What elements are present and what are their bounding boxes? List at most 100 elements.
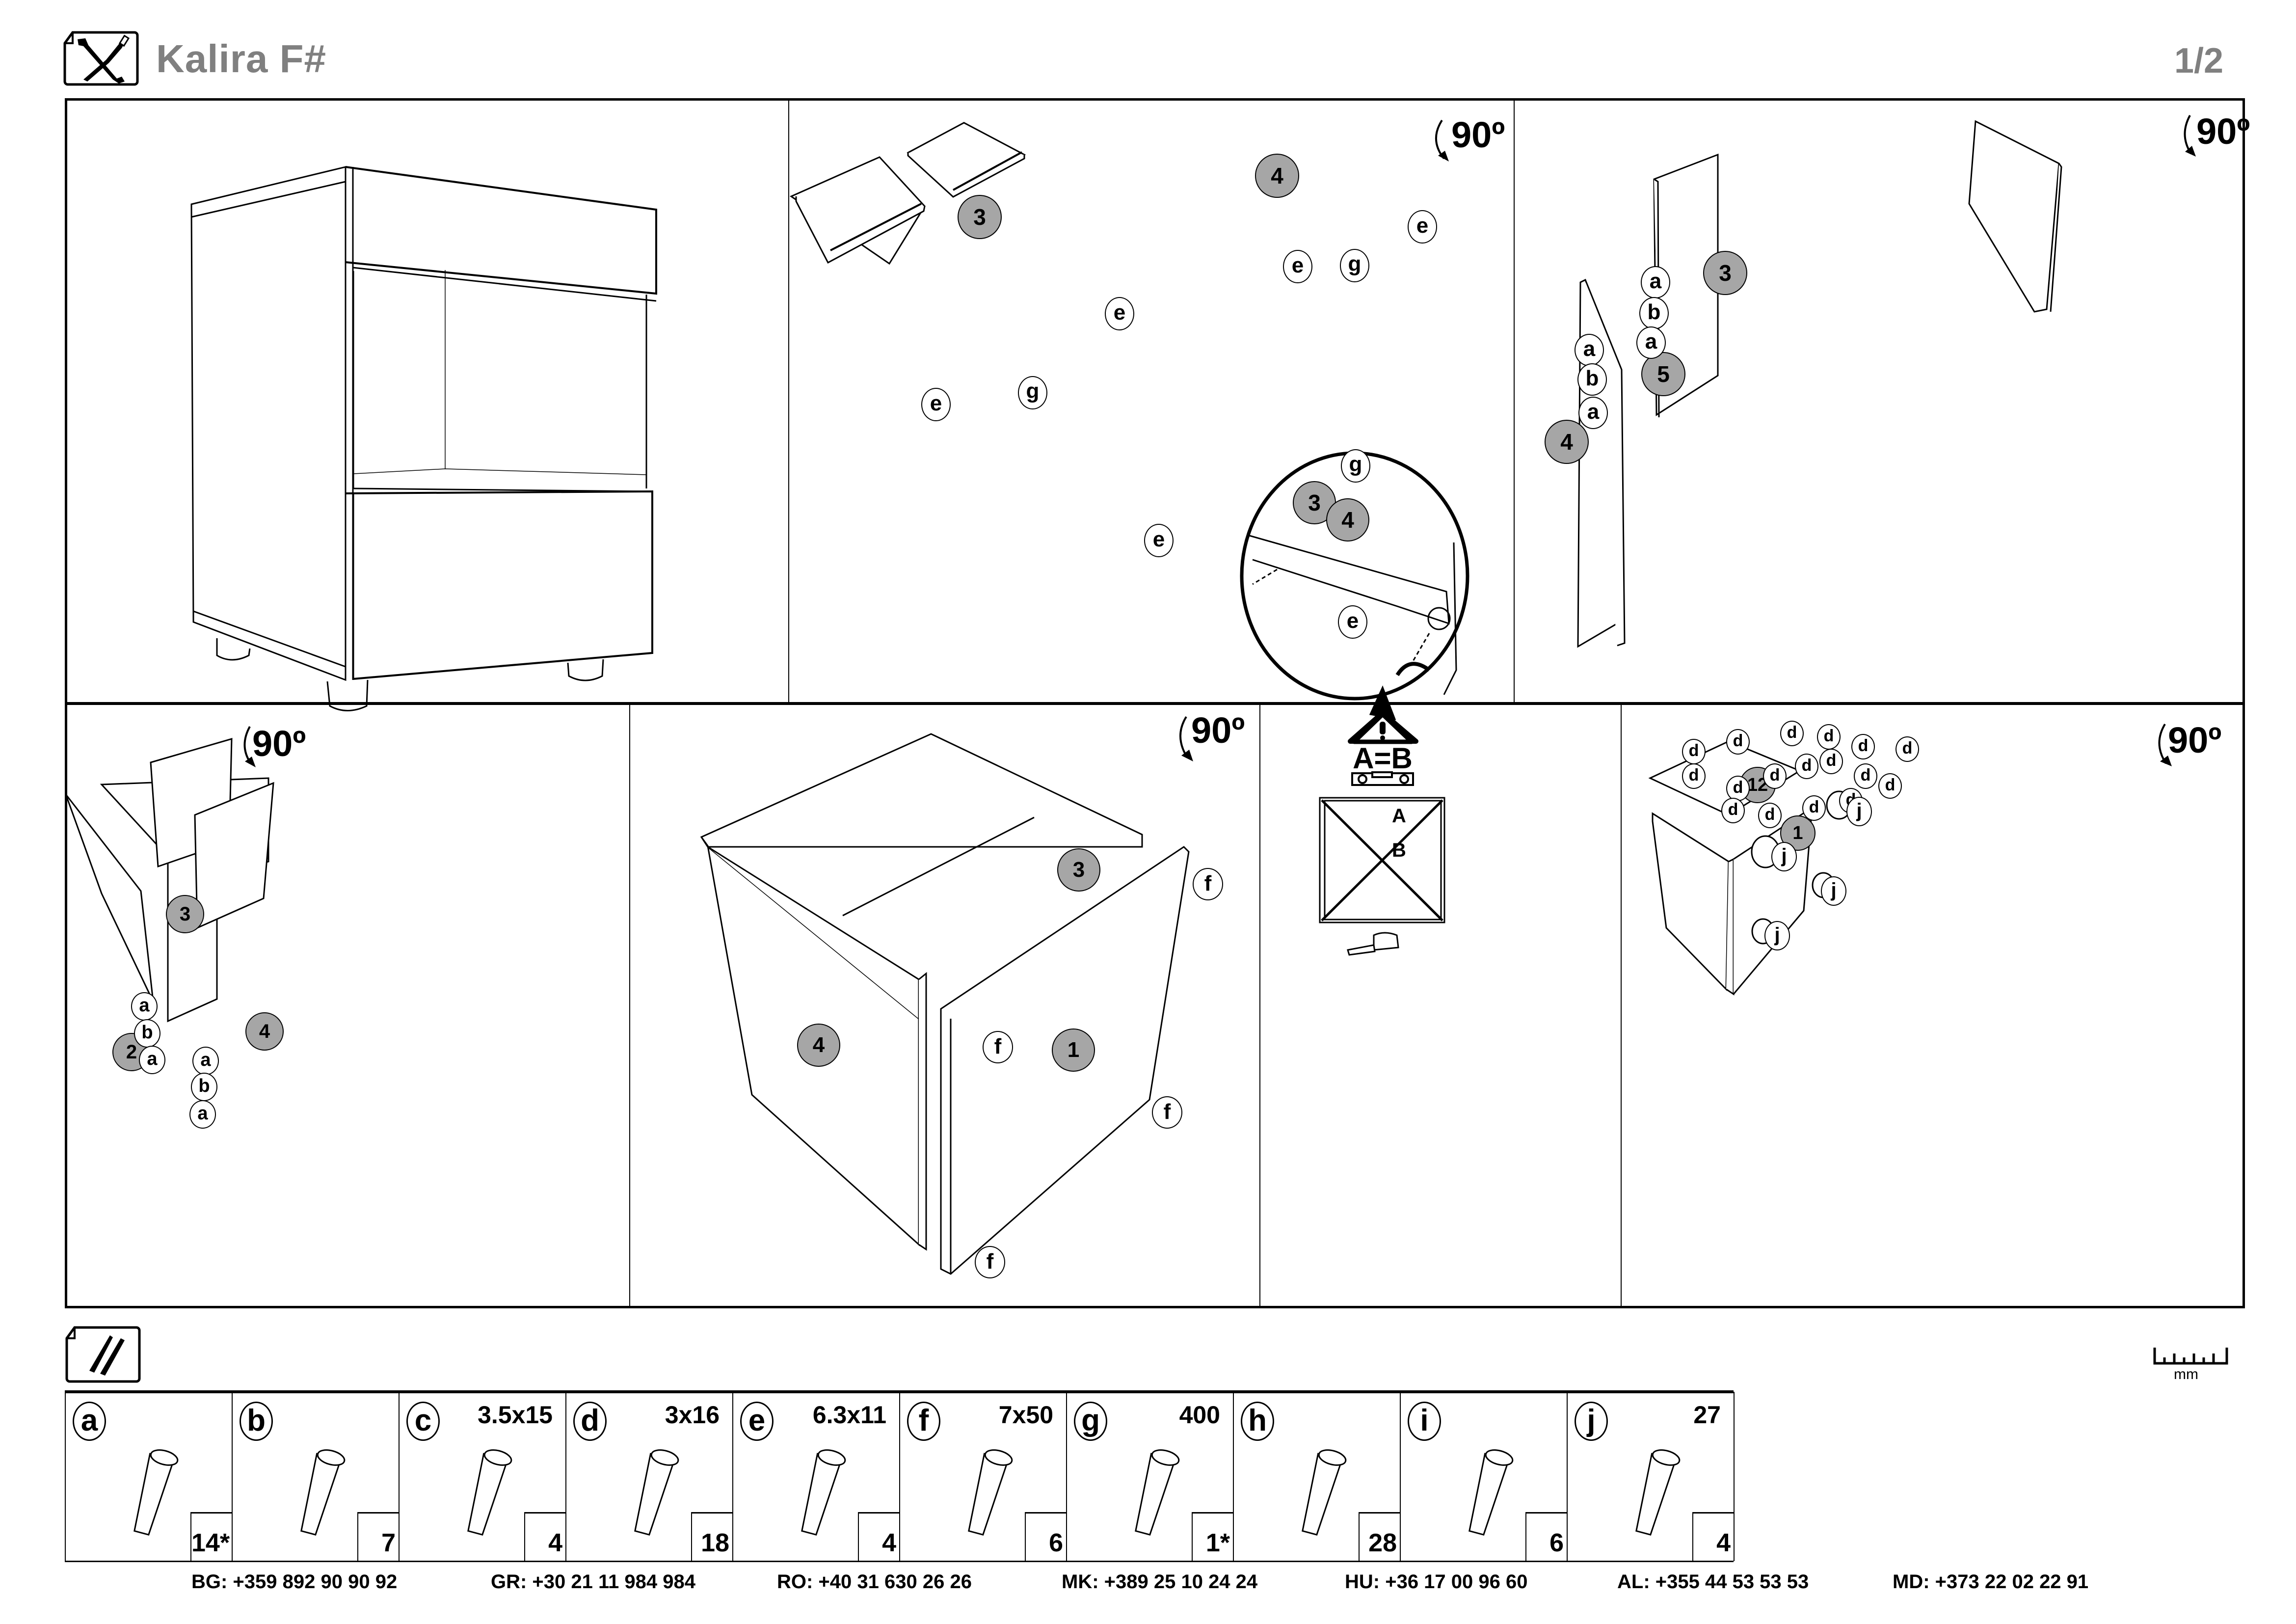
callout-a: a xyxy=(189,1100,216,1129)
spirit-level-icon xyxy=(1351,771,1414,786)
callout-e: e xyxy=(1105,297,1134,330)
callout-a: a xyxy=(139,1046,165,1074)
callout-e: e xyxy=(1408,210,1437,244)
cam-bolt-with-dowel-icon xyxy=(133,1449,179,1536)
part-badge-3: 3 xyxy=(958,195,1002,239)
unit-label: mm xyxy=(2174,1366,2198,1382)
rotation-label: 90º xyxy=(2196,111,2250,152)
callout-f: f xyxy=(983,1031,1013,1063)
hardware-letter: e xyxy=(740,1402,774,1441)
hardware-size: 3x16 xyxy=(665,1401,720,1429)
callout-e: e xyxy=(921,388,951,421)
callout-a: a xyxy=(1575,334,1604,366)
callout-d: d xyxy=(1682,739,1706,764)
steps-row-2 xyxy=(65,702,2245,1308)
rotate-90-icon xyxy=(1179,716,1193,761)
pan-head-screw-icon xyxy=(634,1449,679,1536)
callout-j: j xyxy=(1846,797,1872,826)
callout-d: d xyxy=(1721,798,1745,823)
equal-diagonals-label: A=B xyxy=(1353,742,1413,775)
callout-d: d xyxy=(1726,776,1750,801)
rotation-label: 90º xyxy=(1451,114,1505,155)
step-4-side-panels: 90º 3 2 4 a b a a b a xyxy=(65,704,629,1306)
hardware-quantity: 1* xyxy=(1192,1512,1233,1561)
hardware-letter: d xyxy=(573,1402,607,1441)
part-badge-3: 3 xyxy=(1057,848,1100,892)
callout-g: g xyxy=(1018,376,1047,409)
contact-hu: HU: +36 17 00 96 60 xyxy=(1345,1571,1528,1593)
hardware-letter: g xyxy=(1074,1402,1107,1441)
diagonal-b-label: B xyxy=(1392,839,1406,861)
hardware-size: 27 xyxy=(1693,1401,1721,1429)
callout-a: a xyxy=(1641,266,1670,298)
contact-ro: RO: +40 31 630 26 26 xyxy=(777,1571,972,1593)
callout-d: d xyxy=(1896,736,1919,762)
hardware-size: 7x50 xyxy=(998,1401,1053,1429)
hardware-letter: j xyxy=(1575,1402,1608,1441)
hardware-item-b: b 7 xyxy=(233,1392,400,1561)
ruler-mm-icon: mm xyxy=(2152,1343,2231,1382)
euro-screw-icon xyxy=(801,1449,846,1536)
cam-lock-disc-icon xyxy=(1302,1449,1347,1536)
hardware-item-i: i 6 xyxy=(1401,1392,1568,1561)
hardware-quantity: 18 xyxy=(691,1512,732,1561)
callout-j: j xyxy=(1821,876,1846,906)
hardware-quantity: 6 xyxy=(1525,1512,1567,1561)
screws-icon xyxy=(65,1326,141,1383)
step-3-back-panel: 90º 4 5 3 a b a a b a xyxy=(1517,101,2250,703)
callout-j: j xyxy=(1764,921,1790,950)
callout-j: j xyxy=(1771,842,1797,871)
tools-icon xyxy=(63,30,139,86)
contact-mk: MK: +389 25 10 24 24 xyxy=(1062,1571,1258,1593)
diagonal-a-label: A xyxy=(1392,805,1406,827)
hardware-quantity: 7 xyxy=(357,1512,399,1561)
part-badge-3: 3 xyxy=(166,895,204,933)
back-panel-drawing: 90º xyxy=(1577,111,2250,648)
contact-bg: BG: +359 892 90 90 92 xyxy=(191,1571,398,1593)
contact-gr: GR: +30 21 11 984 984 xyxy=(491,1571,695,1593)
part-badge-4: 4 xyxy=(797,1024,840,1067)
hardware-quantity: 6 xyxy=(1025,1512,1066,1561)
hardware-letter: i xyxy=(1408,1402,1441,1441)
hardware-item-d: d 3x16 18 xyxy=(566,1392,733,1561)
diagonal-check-drawing: A=B A B xyxy=(1319,710,1445,956)
hardware-letter: c xyxy=(406,1402,440,1441)
callout-d: d xyxy=(1802,795,1826,821)
hardware-item-j: j 27 4 xyxy=(1568,1392,1735,1561)
part-badge-5: 5 xyxy=(1641,352,1685,396)
hardware-quantity: 4 xyxy=(524,1512,565,1561)
step-1-overview xyxy=(67,101,788,711)
countersunk-screw-icon xyxy=(467,1449,512,1536)
callout-f: f xyxy=(975,1246,1005,1278)
divider xyxy=(1259,702,1260,1308)
hardware-size: 3.5x15 xyxy=(478,1401,553,1429)
step-6-square-check: A=B A B xyxy=(1262,704,1621,1306)
callout-b: b xyxy=(191,1073,217,1101)
drawer-slide-set-icon xyxy=(1135,1449,1180,1536)
hardware-quantity: 4 xyxy=(858,1512,899,1561)
rotate-90-icon xyxy=(1435,119,1449,162)
hardware-quantity: 4 xyxy=(1692,1512,1734,1561)
hardware-letter: b xyxy=(240,1402,273,1441)
hardware-letter: f xyxy=(907,1402,940,1441)
callout-e: e xyxy=(1283,250,1312,283)
part-badge-4: 4 xyxy=(245,1012,284,1051)
furniture-leg-icon xyxy=(1635,1449,1681,1536)
callout-a: a xyxy=(192,1047,219,1075)
document-title: Kalira F# xyxy=(156,37,326,81)
tape-measure-icon xyxy=(1347,932,1399,956)
rotate-90-icon xyxy=(243,726,256,767)
callout-d: d xyxy=(1817,724,1841,750)
warning-icon xyxy=(1348,710,1418,744)
shelf-pin-icon xyxy=(1468,1449,1514,1536)
hardware-size: 400 xyxy=(1179,1401,1220,1429)
callout-a: a xyxy=(1636,326,1666,359)
detail-magnifier xyxy=(1240,451,1469,701)
callout-d: d xyxy=(1851,734,1875,759)
hardware-item-a: a 14* xyxy=(66,1392,233,1561)
rotation-label: 90º xyxy=(1191,710,1245,751)
callout-d: d xyxy=(1726,729,1750,755)
callout-g: g xyxy=(1341,449,1370,483)
callout-d: d xyxy=(1878,773,1902,799)
slide-mounting-drawing: 90º xyxy=(789,114,1505,721)
